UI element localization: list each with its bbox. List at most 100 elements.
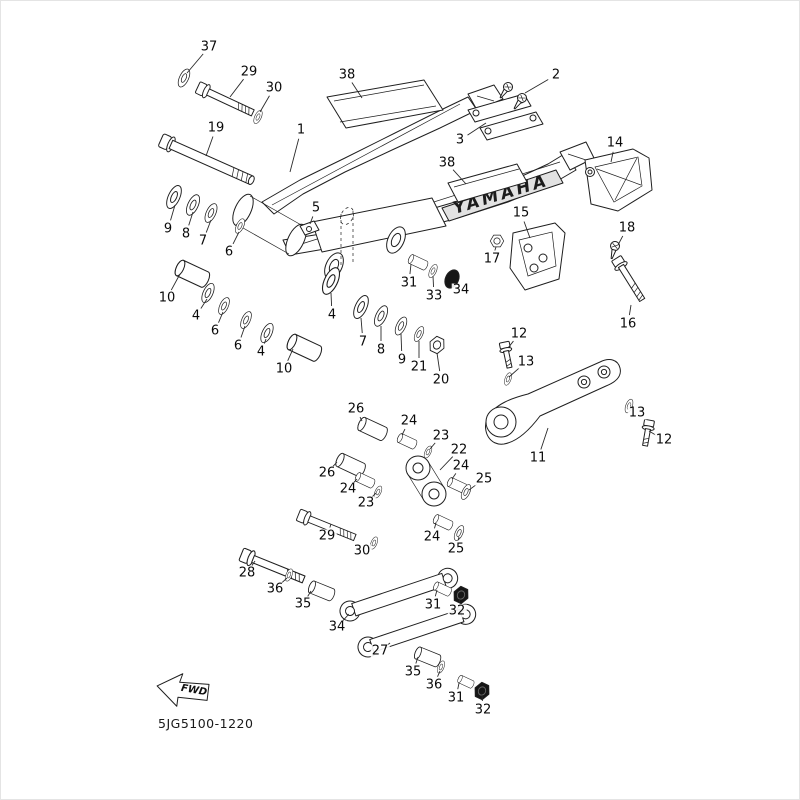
callout-2: 2: [550, 67, 562, 83]
callout-26: 26: [346, 401, 366, 417]
callout-24: 24: [338, 481, 358, 497]
callout-4: 4: [190, 308, 202, 324]
callout-35: 35: [403, 664, 423, 680]
callout-7: 7: [197, 233, 209, 249]
bracket-5: [299, 220, 320, 236]
bearing-7c: [350, 292, 372, 322]
callout-31: 31: [423, 597, 443, 613]
bolt-29-top: [194, 80, 257, 120]
bearing-8-left: [183, 192, 203, 218]
knuckle-22: [405, 455, 447, 507]
callout-18: 18: [617, 220, 637, 236]
guide-seal-plate-15: [509, 222, 566, 291]
callout-25: 25: [474, 471, 494, 487]
callout-27: 27: [370, 643, 390, 659]
fwd-label: FWD: [180, 683, 208, 698]
callout-12: 12: [509, 326, 529, 342]
bush-6b: [237, 309, 255, 331]
callout-35: 35: [293, 596, 313, 612]
collar-26a: [355, 415, 390, 443]
callout-11: 11: [528, 450, 548, 466]
collar-24b: [353, 471, 377, 490]
nut-17: [489, 234, 505, 248]
collar-24a: [395, 432, 419, 451]
callout-29: 29: [239, 64, 259, 80]
bush-6a: [215, 295, 233, 317]
callout-22: 22: [449, 442, 469, 458]
callout-8: 8: [180, 226, 192, 242]
collar-10a: [172, 258, 213, 290]
callout-31: 31: [446, 690, 466, 706]
callout-8: 8: [375, 342, 387, 358]
callout-32: 32: [447, 603, 467, 619]
callout-4: 4: [255, 344, 267, 360]
nut-32a: [450, 584, 472, 606]
collar-10b: [284, 332, 325, 364]
callout-4: 4: [326, 307, 338, 323]
bearing-9-left: [163, 182, 185, 212]
pivot-shaft-19: [158, 133, 255, 185]
callout-33: 33: [424, 288, 444, 304]
axle-group: [158, 66, 354, 268]
callout-34: 34: [327, 619, 347, 635]
callout-12: 12: [654, 432, 674, 448]
callout-38: 38: [437, 155, 457, 171]
callout-13: 13: [516, 354, 536, 370]
callout-37: 37: [199, 39, 219, 55]
washer-21: [411, 324, 427, 344]
connecting-rod-34: [339, 567, 459, 622]
callout-34: 34: [451, 282, 471, 298]
callout-1: 1: [295, 122, 307, 138]
bearing-7-left: [202, 201, 220, 225]
callout-16: 16: [618, 316, 638, 332]
collar-24d: [431, 513, 455, 532]
bolt-12a: [497, 340, 516, 370]
seal-4b: [257, 321, 277, 345]
nut-20: [426, 334, 448, 356]
callout-30: 30: [264, 80, 284, 96]
callout-19: 19: [206, 120, 226, 136]
bearing-8c: [371, 303, 391, 329]
callout-26: 26: [317, 465, 337, 481]
bolt-12b: [638, 418, 656, 448]
callout-17: 17: [482, 251, 502, 267]
callout-10: 10: [274, 361, 294, 377]
callout-20: 20: [431, 372, 451, 388]
callout-36: 36: [424, 677, 444, 693]
callout-6: 6: [209, 323, 221, 339]
callout-25: 25: [446, 541, 466, 557]
callout-3: 3: [454, 132, 466, 148]
washer-23a: [422, 444, 434, 460]
callout-36: 36: [265, 581, 285, 597]
callout-6: 6: [232, 338, 244, 354]
callout-9: 9: [162, 221, 174, 237]
callout-32: 32: [473, 702, 493, 718]
collar-31a: [406, 253, 430, 272]
callout-13: 13: [627, 405, 647, 421]
callout-24: 24: [422, 529, 442, 545]
washer-13a: [502, 371, 514, 387]
callout-10: 10: [157, 290, 177, 306]
nut-32b: [471, 680, 493, 702]
flange-bolt-16: [611, 255, 646, 303]
callout-7: 7: [357, 334, 369, 350]
callout-24: 24: [399, 413, 419, 429]
callout-6: 6: [223, 244, 235, 260]
callout-24: 24: [451, 458, 471, 474]
callout-21: 21: [409, 359, 429, 375]
callout-23: 23: [356, 495, 376, 511]
fwd-arrow: FWD: [156, 673, 210, 707]
bearing-9c: [392, 314, 410, 338]
seal-4c: [318, 264, 344, 298]
seal-25b: [451, 523, 467, 543]
callout-9: 9: [396, 352, 408, 368]
callout-15: 15: [511, 205, 531, 221]
callout-28: 28: [237, 565, 257, 581]
callout-30: 30: [352, 543, 372, 559]
drawing-number: 5JG5100-1220: [158, 716, 254, 731]
callout-5: 5: [310, 200, 322, 216]
collar-31c: [456, 674, 476, 690]
callout-38: 38: [337, 67, 357, 83]
